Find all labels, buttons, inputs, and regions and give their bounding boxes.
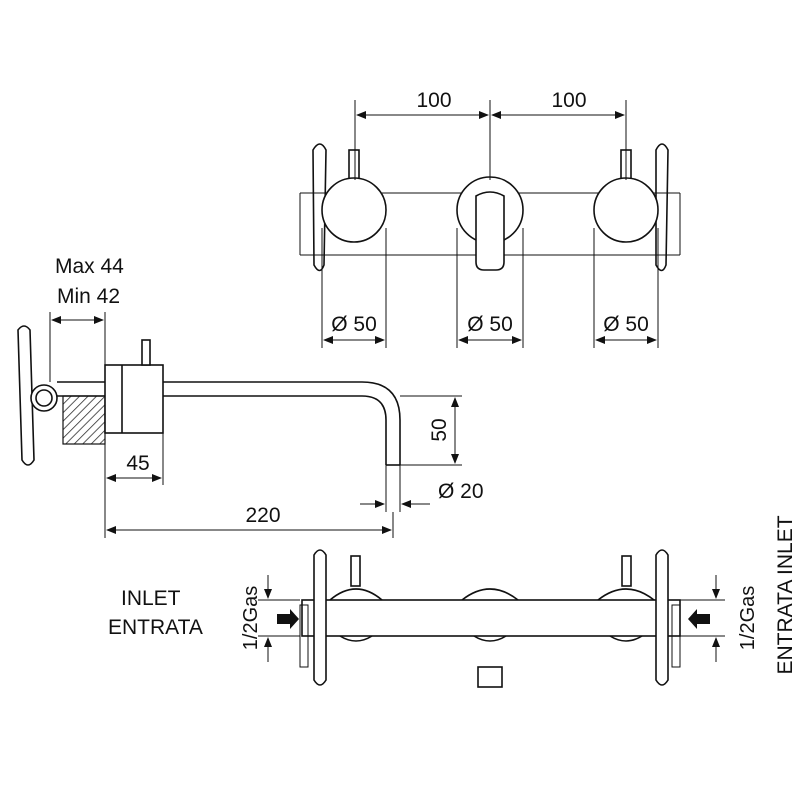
gas-left-label: 1/2Gas — [240, 586, 262, 650]
side-view: Max 44 Min 42 50 45 Ø 20 220 — [17, 255, 484, 538]
front-right-valve — [593, 143, 669, 272]
plan-view: 1/2Gas INLET ENTRATA 1/2Gas ENTRATA INLE… — [108, 515, 797, 688]
dim-top-left-label: 100 — [416, 89, 451, 112]
dim-spoutdia-label: Ø 20 — [438, 480, 484, 503]
mounting-plate — [104, 364, 164, 434]
dim-top-right-label: 100 — [551, 89, 586, 112]
wall-hatch — [62, 395, 106, 445]
dim-wall-min-label: Min 42 — [57, 285, 120, 308]
front-left-valve — [312, 143, 387, 272]
dim-depth-label: 45 — [126, 452, 149, 475]
dim-dia-center-label: Ø 50 — [467, 313, 513, 336]
front-right-knob — [593, 177, 659, 243]
plan-left-dome-under — [339, 635, 373, 642]
plan-right-stem — [621, 555, 632, 587]
entrata-inlet-right-label: ENTRATA INLET — [774, 515, 797, 674]
side-lever-pivot-outer — [30, 384, 58, 412]
front-left-lever-stem — [348, 149, 360, 181]
front-view: 100 100 Ø 50 Ø 50 Ø 50 — [299, 89, 681, 348]
dim-height-label: 50 — [428, 418, 451, 441]
spout-inner — [163, 395, 387, 465]
plan-center-dome — [461, 588, 519, 601]
plan-right-dome-under — [609, 635, 643, 642]
dim-dia-right-label: Ø 50 — [603, 313, 649, 336]
plan-right-dome — [597, 588, 655, 601]
plan-left-lever — [313, 549, 327, 686]
entrata-left-label: ENTRATA — [108, 616, 203, 639]
plan-left-dome — [329, 588, 383, 601]
dim-length-label: 220 — [245, 504, 280, 527]
side-lever-stem — [141, 339, 151, 366]
inlet-left-arrow-icon — [277, 609, 299, 629]
spout-outer — [163, 381, 401, 465]
plan-center-dome-under — [473, 635, 507, 642]
gas-right-label: 1/2Gas — [737, 586, 759, 650]
side-lever — [17, 325, 35, 466]
front-center-spout — [456, 176, 524, 271]
front-left-side-lever — [312, 143, 327, 272]
dim-wall-max-label: Max 44 — [55, 255, 124, 278]
plan-body-bar — [301, 599, 681, 637]
front-left-knob — [321, 177, 387, 243]
front-spout-body — [475, 191, 505, 271]
plan-left-stem — [350, 555, 361, 587]
inlet-left-label: INLET — [121, 587, 181, 610]
inlet-right-arrow-icon — [688, 609, 710, 629]
plan-right-lever — [655, 549, 669, 686]
dim-dia-left-label: Ø 50 — [331, 313, 377, 336]
side-lever-pivot-inner — [35, 389, 53, 407]
plan-spout-stub — [477, 666, 503, 688]
